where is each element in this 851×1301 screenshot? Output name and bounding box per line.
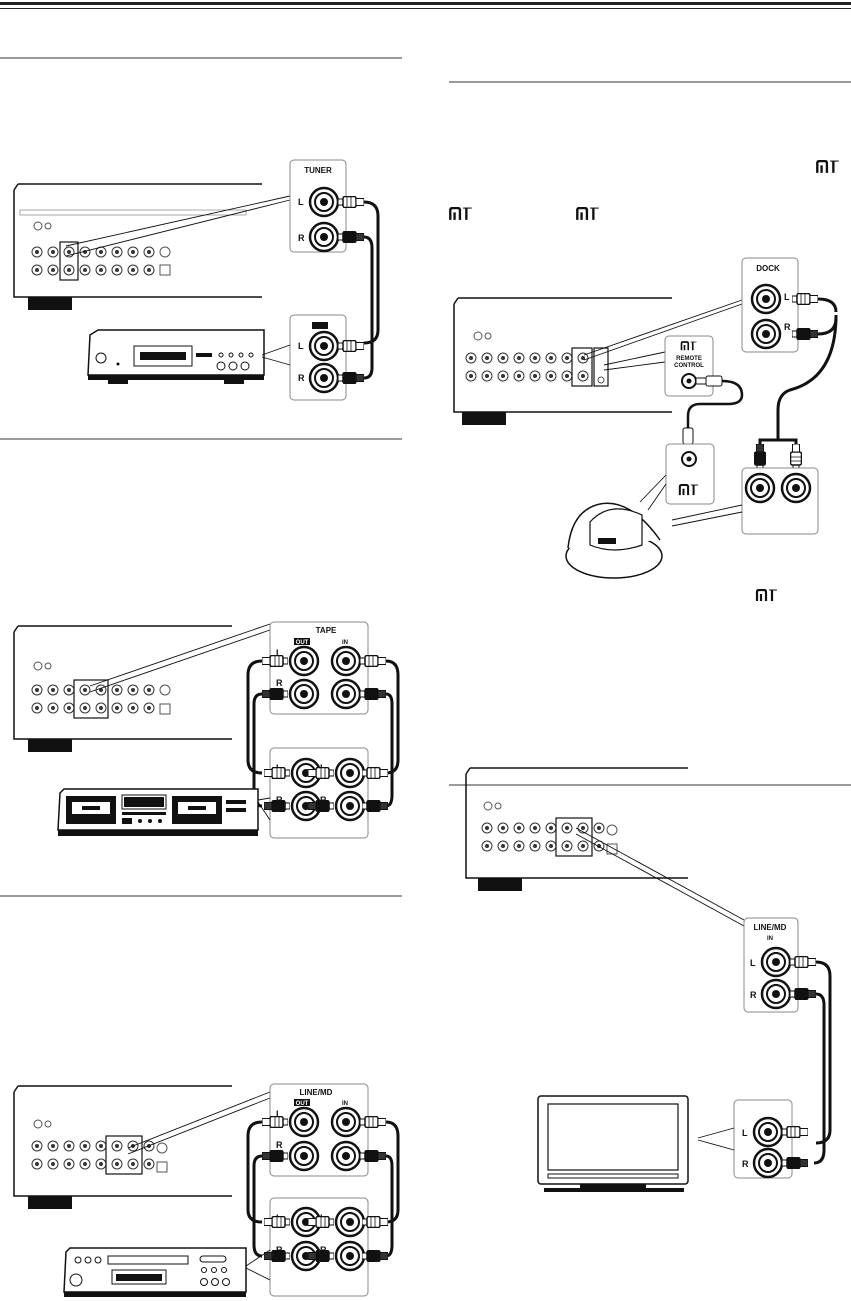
remote-label-1: REMOTE — [676, 356, 702, 362]
rca-jack-icon — [750, 283, 782, 315]
tv-right-label: R — [742, 1159, 749, 1169]
minijack-plug-icon — [695, 375, 723, 387]
dock-left-label: L — [784, 292, 790, 302]
rca-jack-icon — [288, 678, 320, 710]
rca-jack-icon — [750, 318, 782, 350]
tuner-jack-panel: TUNER L R — [289, 159, 364, 253]
line-md-left-label: L — [750, 958, 756, 968]
tape-jack-panel: TAPE OUT IN L R — [269, 621, 369, 715]
rca-jack-icon — [760, 978, 792, 1010]
tape-jack-label: TAPE — [316, 626, 337, 635]
rca-jack-icon — [308, 362, 340, 394]
tv-device — [537, 1095, 689, 1192]
tuner-left-label: L — [298, 197, 304, 207]
amplifier-rear-panel — [453, 297, 672, 425]
rca-jack-icon — [744, 472, 776, 504]
section-rule — [449, 784, 851, 786]
dock-right-label: R — [784, 322, 791, 332]
rca-jack-icon — [760, 946, 792, 978]
rca-jack-icon — [334, 1206, 366, 1238]
dock-jack-panel: DOCK L R — [741, 257, 818, 353]
md-recorder-jack-panel: L R L R — [269, 1197, 369, 1297]
rca-jack-icon — [288, 1106, 320, 1138]
tape-left-label: L — [276, 648, 282, 658]
tv-left-label: L — [742, 1128, 748, 1138]
rca-jack-icon — [752, 1147, 784, 1179]
remote-control-panel: REMOTE CONTROL — [664, 335, 723, 397]
section-rule — [449, 81, 851, 83]
dock-remote-panel — [665, 443, 715, 505]
ri-logo-icon — [755, 589, 779, 603]
tuner-output-panel: L R — [289, 314, 364, 401]
dock-audio-panel — [741, 467, 819, 535]
rca-plug-white-icon — [790, 444, 802, 470]
rca-jack-icon — [330, 1106, 362, 1138]
ri-logo-icon — [576, 207, 600, 222]
rca-jack-icon — [780, 472, 812, 504]
rca-jack-icon — [288, 645, 320, 677]
line-md-recorder-in-label: IN — [342, 1101, 348, 1107]
tape-deck-jack-panel: L R L R — [269, 747, 369, 839]
line-md-recorder-left-label: L — [276, 1109, 282, 1119]
line-md-recorder-jack-panel: LINE/MD OUT IN L R — [269, 1083, 369, 1177]
dock-jack-label: DOCK — [756, 264, 780, 273]
section-rule — [0, 57, 402, 59]
rca-jack-icon — [308, 330, 340, 362]
amplifier-rear-panel — [13, 625, 232, 752]
section-rule — [0, 895, 402, 897]
line-md-right-label: R — [750, 990, 757, 1000]
amplifier-rear-panel — [13, 183, 262, 310]
rca-jack-icon — [308, 221, 340, 253]
tv-audio-out-panel: L R — [733, 1099, 793, 1179]
tuner-out-left-label: L — [298, 341, 304, 351]
amplifier-rear-panel — [465, 767, 688, 891]
ipod-dock-device — [565, 502, 663, 579]
rca-jack-icon — [288, 1140, 320, 1172]
line-md-out-label: OUT — [296, 1101, 309, 1107]
tape-out-label: OUT — [296, 640, 309, 646]
line-md-recorder-right-label: R — [276, 1140, 283, 1150]
rca-jack-icon — [334, 1240, 366, 1272]
line-md-out-jack-label: LINE/MD — [300, 1088, 333, 1097]
remote-label-2: CONTROL — [674, 363, 704, 369]
tuner-right-label: R — [298, 233, 305, 243]
rca-jack-icon — [330, 678, 362, 710]
tuner-jack-label: TUNER — [304, 166, 332, 175]
tuner-device — [87, 329, 265, 384]
amplifier-rear-panel — [13, 1085, 232, 1209]
rca-jack-icon — [334, 790, 366, 822]
rca-jack-icon — [308, 186, 340, 218]
cassette-deck-device — [57, 788, 259, 836]
tape-right-label: R — [276, 678, 283, 688]
header-bar — [0, 0, 851, 12]
rca-jack-icon — [330, 645, 362, 677]
line-md-jack-label: LINE/MD — [754, 923, 787, 932]
ri-logo-icon — [449, 207, 473, 222]
rca-jack-icon — [334, 757, 366, 789]
rca-plug-black-icon — [754, 444, 766, 470]
section-rule — [0, 438, 402, 440]
line-md-jack-panel: LINE/MD IN L R — [743, 917, 799, 1013]
tuner-out-right-label: R — [298, 373, 305, 383]
line-md-in-label: IN — [767, 936, 773, 942]
rca-jack-icon — [330, 1140, 362, 1172]
md-recorder-device — [63, 1247, 247, 1297]
tape-in-label: IN — [342, 640, 348, 646]
rca-jack-icon — [752, 1116, 784, 1148]
ri-logo-icon — [816, 160, 840, 175]
